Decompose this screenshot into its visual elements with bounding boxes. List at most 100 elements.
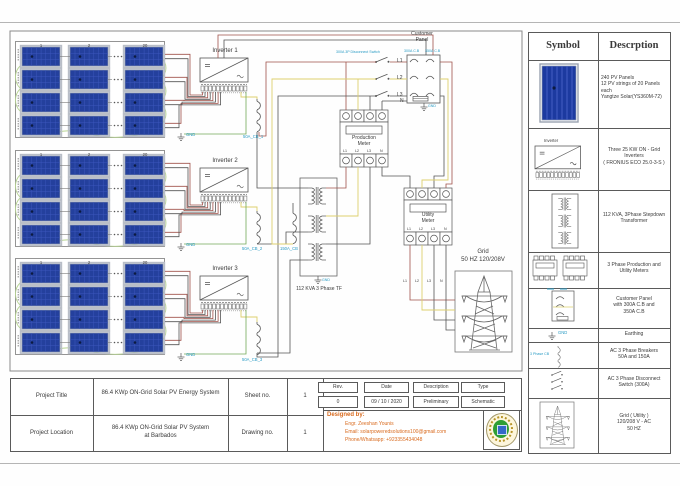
legend-gnd-caption: GND [558,330,568,335]
legend-row-line [528,128,671,129]
production-meter-label: Production Meter [352,135,376,148]
util-meter-l3: L3 [431,227,435,231]
legend-breaker-caption: 3 Phase CB [530,352,550,356]
prod-meter-l3: L3 [367,149,371,153]
inverter-2-label: Inverter 2 [212,158,238,164]
cb-300-label: 300A C.B [404,49,420,53]
logo-pv-chip [497,425,507,435]
legend-transformer-symbol [551,193,579,249]
array2-col20: 20 [142,151,148,157]
legend-meters-symbol [532,255,588,281]
grid-n: N [440,278,443,283]
legend-row-line [528,368,671,369]
legend-desc-grid: Grid ( Utility ) 120/208 V - AC 50 HZ [617,413,651,432]
wires-green [184,92,247,355]
prod-meter-l2: L2 [355,149,359,153]
legend-desc-pv: 240 PV Panels 12 PV strings of 20 Panels… [601,75,662,100]
legend-description-header: Descrption [609,40,659,51]
designed-by-label: Designed by: [327,412,365,418]
sheet-no-value: 1 [303,393,307,399]
legend-row-line [528,288,671,289]
legend-row-line [528,252,671,253]
grid-l2: L2 [415,278,419,283]
legend-desc-meters: 3 Phase Production and Utility Meters [607,262,661,275]
legend-row-line [528,190,671,191]
drawing-no-label: Drawing no. [241,430,274,436]
disconnect-switch-label: 300A 3P Disconnect Switch [336,49,380,54]
legend-row-line [528,328,671,329]
title-block-divider [323,378,324,452]
line-n-label: N [400,98,404,104]
array3-col1: 1 [39,259,43,265]
rev-label: Rev. [333,384,343,391]
grid-tower [454,270,513,353]
util-meter-l2: L2 [419,227,423,231]
engineer-name: Engr. Zeeshan Younis [345,421,394,427]
array3-col20: 20 [142,259,148,265]
gnd-label-panel: GND [428,104,436,108]
legend-desc-transformer: 112 KVA, 3Phase Stepdown Transformer [602,212,666,225]
inverter-3-label: Inverter 3 [212,266,238,272]
date-label: Date [381,384,392,391]
transformer [299,177,338,284]
bottom-rule [0,463,680,464]
legend-desc-panel: Customer Panel with 300A C.B and 350A C.… [613,296,655,315]
title-block-midline [10,415,323,416]
description-value: Preliminary [423,398,449,405]
title-block-midline-right [323,410,522,411]
breaker-150-label: 150A_CB [280,245,298,251]
gnd-label-3: GND [186,351,196,357]
array3-col2: 2 [87,259,91,265]
wires-yellow [240,78,455,322]
inverter-1-label: Inverter 1 [212,48,238,54]
utility-meter-label: Utility Meter [421,212,435,225]
legend-desc-disconnect: AC 3 Phase Disconnect Switch (300A) [607,376,661,389]
legend-desc-earthing: Earthing [624,331,644,337]
legend-row-line [528,60,671,61]
project-title-value: 86.4 KWp ON-Grid Solar PV Energy System [101,390,220,396]
breaker-2-label: 50A_CB_2 [242,245,263,251]
legend-pv-symbol [539,63,579,123]
grid-l1: L1 [403,278,407,283]
grid-l3: L3 [427,278,431,283]
customer-panel-title: Customer Panel [411,31,433,44]
line-l2-label: L2 [397,74,403,81]
util-meter-l1: L1 [407,227,411,231]
wires-black [165,39,455,358]
project-title-label: Project Title [35,393,68,399]
engineer-email: Email: solarpoweredsolutions100@gmail.co… [345,429,447,435]
cb-350-label: 350A C.B [425,49,441,53]
project-location-label: Project Location [29,430,74,436]
customer-panel-symbol [406,54,441,111]
engineer-phone: Phone/Whatsapp: +923355434048 [345,437,423,443]
legend-row-line [528,398,671,399]
legend-row-line [528,342,671,343]
array2-col2: 2 [87,151,91,157]
prod-meter-n: N [380,149,383,153]
prod-meter-l1: L1 [343,149,347,153]
wires-red [165,34,455,341]
top-rule [0,22,680,23]
type-value: Schematic [471,398,495,405]
gnd-label-2: GND [186,241,196,247]
legend-inverter-caption: Inverter [544,138,559,143]
drawing-border [9,30,523,372]
description-label: Description [423,384,449,391]
array1-col20: 20 [142,42,148,48]
grid-spec: 50 HZ 120/208V [461,257,505,263]
gnd-label-1: GND [186,131,196,137]
sheet-no-label: Sheet no. [244,393,271,399]
rev-value: 0 [336,398,340,405]
breaker-3-label: 50A_CB_3 [242,356,263,362]
array1-col2: 2 [87,42,91,48]
util-meter-n: N [444,227,447,231]
legend-desc-breakers: AC 3 Phase Breakers 50A and 150A [609,348,659,361]
date-value: 09 / 10 / 2020 [371,398,402,405]
legend-customer-panel-symbol [547,288,575,322]
array2-col1: 1 [39,151,43,157]
legend-symbol-header: Symbol [546,40,580,51]
grid-title: Grid [477,249,489,255]
gnd-label-transformer: GND [322,278,330,282]
